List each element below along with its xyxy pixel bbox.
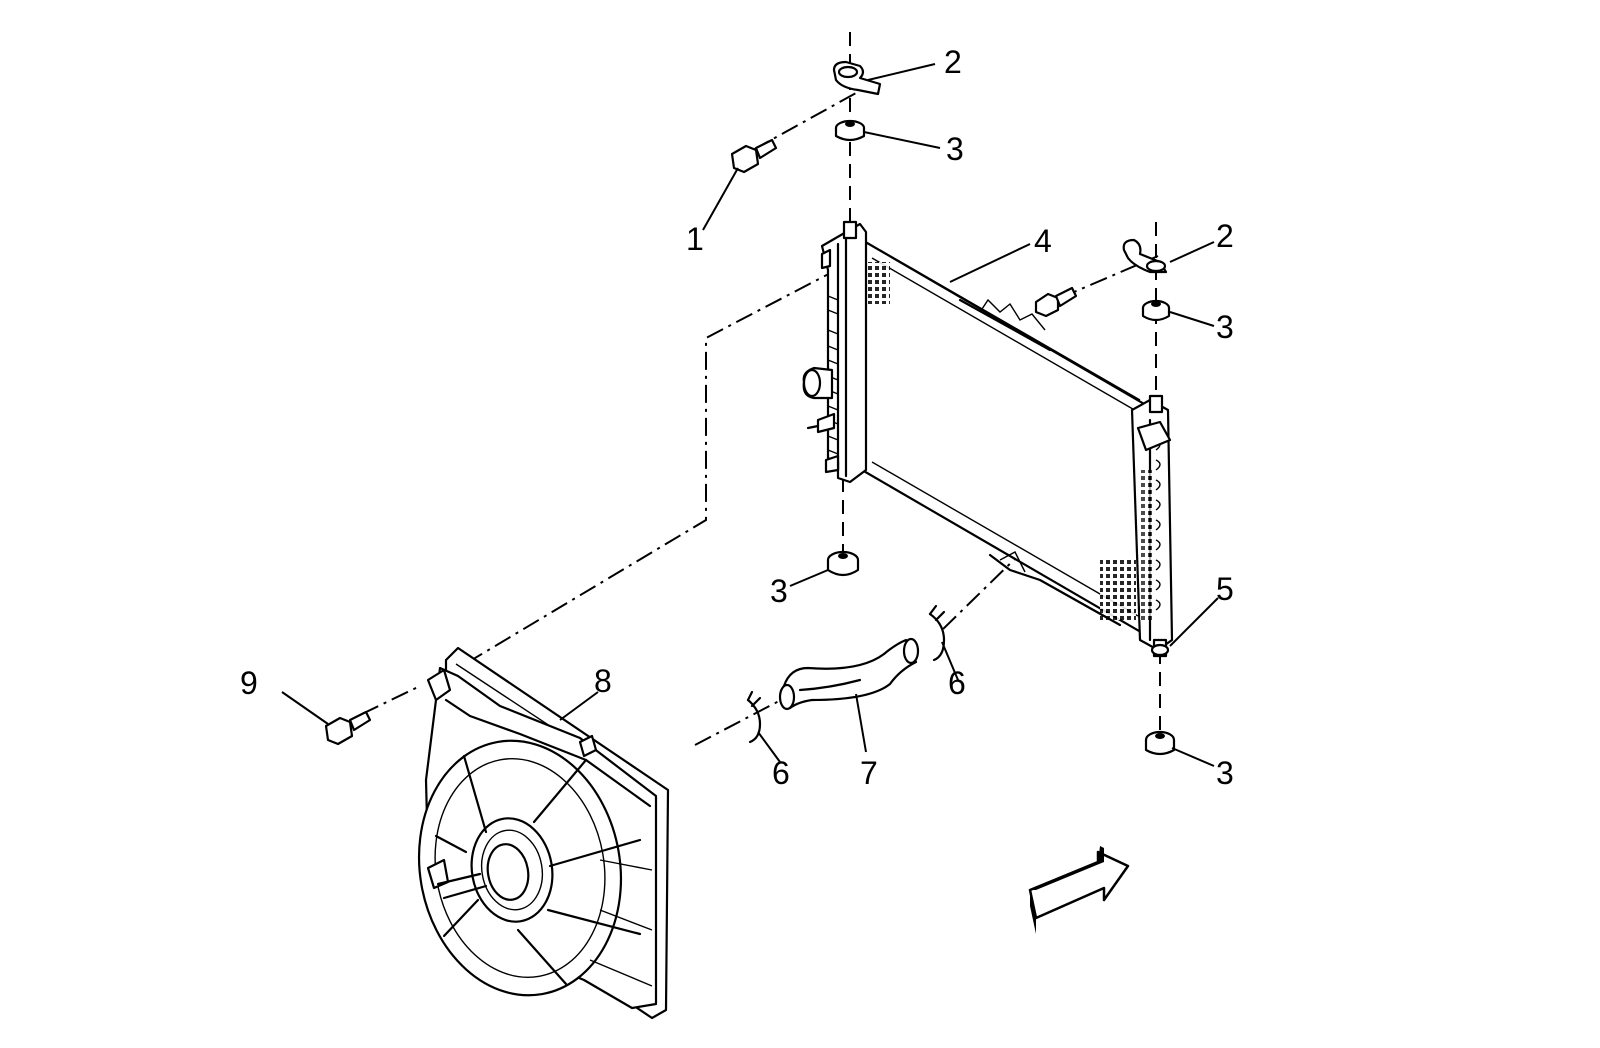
drain-plug <box>1150 643 1170 657</box>
callout-1: 1 <box>686 221 704 257</box>
callout-8: 8 <box>594 663 612 699</box>
leader-lines <box>281 63 1219 767</box>
callout-7: 7 <box>860 755 878 791</box>
core-fin-texture <box>868 262 890 304</box>
bolt-upper-right <box>1034 286 1078 318</box>
forward-direction-arrow-icon <box>1028 846 1130 934</box>
grommet-lower-left <box>826 550 860 577</box>
callout-6-lower: 6 <box>772 755 790 791</box>
callout-9: 9 <box>240 665 258 701</box>
callouts: 2 3 1 4 2 3 3 5 6 8 9 6 7 3 <box>240 44 1234 791</box>
grommet-upper-left <box>834 119 866 142</box>
callout-3-lower-right: 3 <box>1216 755 1234 791</box>
hose-clamp-lower <box>746 690 762 744</box>
radiator <box>802 220 1174 658</box>
upper-bracket-left <box>832 60 882 96</box>
callout-6-upper: 6 <box>948 665 966 701</box>
callout-3-upper-right: 3 <box>1216 309 1234 345</box>
callout-2-upper-right: 2 <box>1216 218 1234 254</box>
radiator-hose <box>778 637 920 711</box>
callout-2-upper-left: 2 <box>944 44 962 80</box>
core-fin-texture-lower <box>1100 560 1136 620</box>
grommet-upper-right <box>1141 299 1171 322</box>
callout-3-lower-left: 3 <box>770 573 788 609</box>
shroud-bolt <box>324 710 372 746</box>
callout-4: 4 <box>1034 223 1052 259</box>
callout-5: 5 <box>1216 571 1234 607</box>
grommet-lower-right <box>1144 730 1176 756</box>
fan-shroud <box>417 646 670 1020</box>
upper-bracket-right <box>1122 238 1168 274</box>
callout-3-upper-left: 3 <box>946 131 964 167</box>
hose-clamp-upper <box>928 604 946 662</box>
bolt-upper-left <box>730 138 778 174</box>
